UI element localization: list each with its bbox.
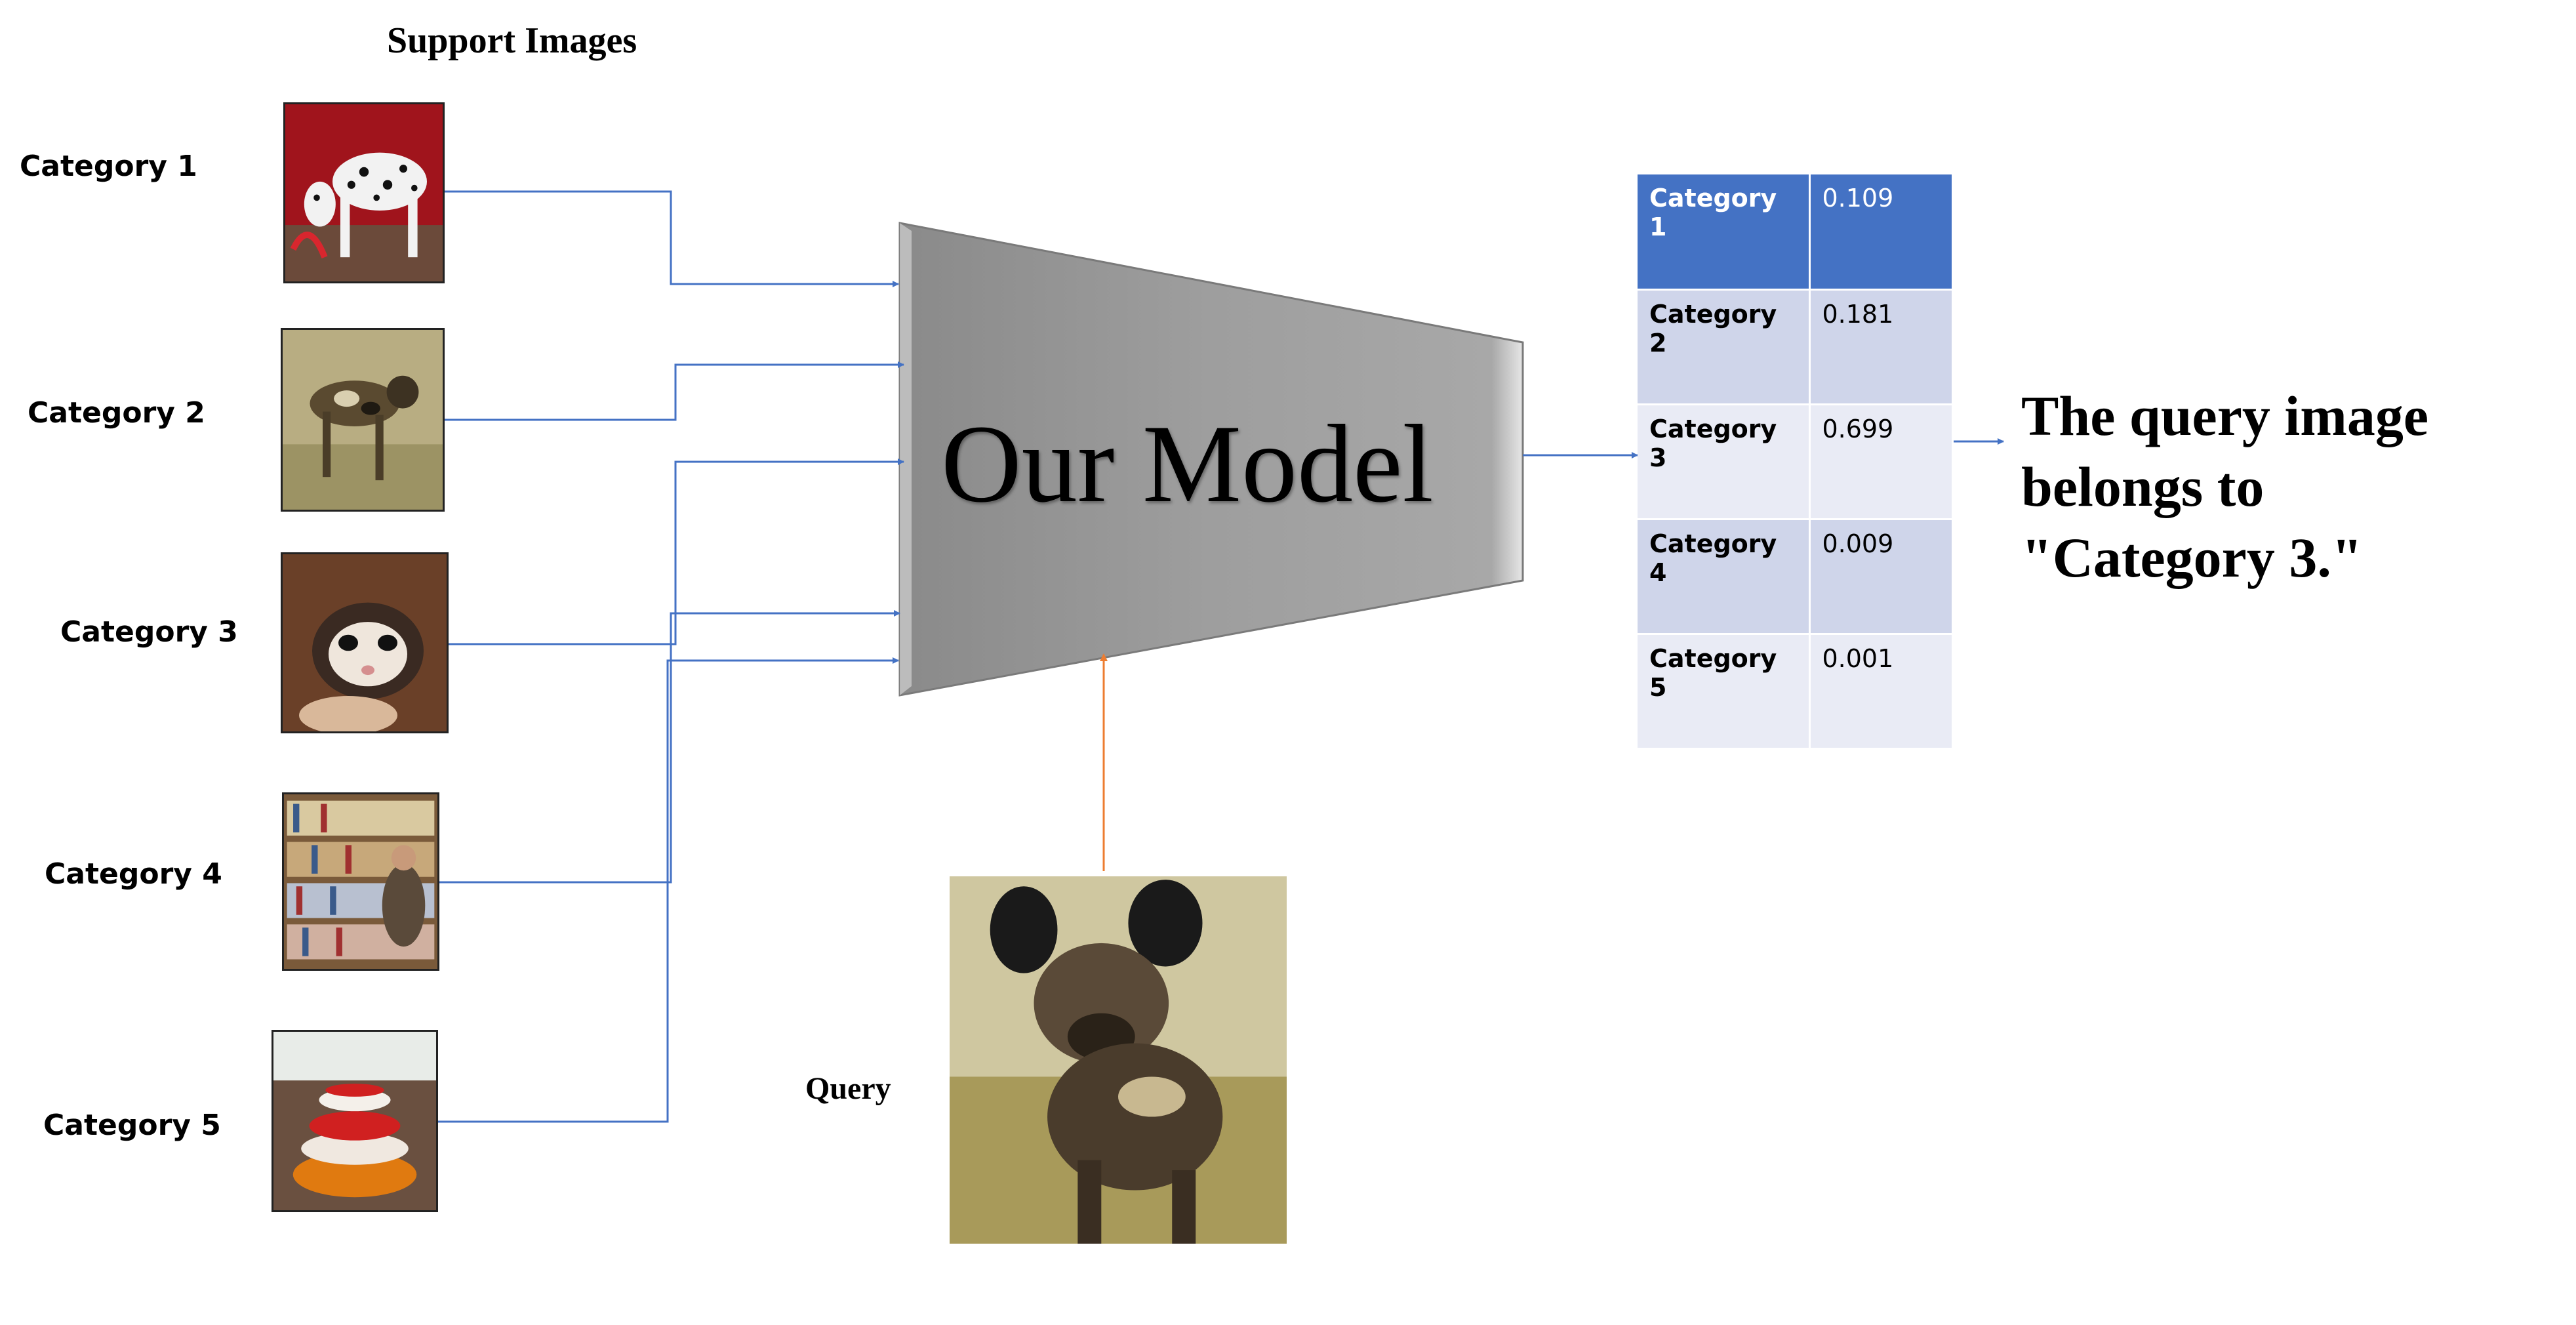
support-label-2: Category 2 [28,396,205,430]
table-cell-score: 0.109 [1809,174,1954,291]
table-cell-score: 0.009 [1809,519,1954,635]
support-images-title: Support Images [387,20,637,61]
table-cell-score: 0.181 [1809,289,1954,405]
table-cell-category: Category 2 [1638,289,1811,405]
dalmatian-photo [283,102,445,283]
table-row: Category 4 0.009 [1638,519,1954,635]
table-cell-category: Category 4 [1638,519,1811,635]
table-row: Category 1 0.109 [1638,174,1954,291]
result-line: The query image [2021,384,2429,447]
result-statement: The query image belongs to "Category 3." [2021,380,2428,593]
table-row: Category 2 0.181 [1638,289,1954,405]
model-label: Our Model [941,402,1434,525]
table-cell-category: Category 1 [1638,174,1811,291]
arrow-category-3 [449,459,904,645]
bookshelf-photo [282,792,439,971]
arrow-category-4 [439,610,900,884]
wild-dog-photo [281,328,445,512]
score-table: Category 1 0.109 Category 2 0.181 Catego… [1638,174,1954,750]
arrow-category-1 [445,190,899,287]
support-label-5: Category 5 [43,1109,221,1142]
arrow-category-2 [445,361,904,421]
arrow-category-5 [438,657,899,1123]
table-row: Category 3 0.699 [1638,404,1954,520]
bowls-photo [272,1030,438,1212]
support-label-4: Category 4 [45,857,222,891]
table-cell-score: 0.699 [1809,404,1954,520]
table-row: Category 5 0.001 [1638,634,1954,750]
ferret-photo [281,552,449,733]
african-wild-dog-photo [950,876,1287,1244]
table-cell-category: Category 3 [1638,404,1811,520]
support-label-3: Category 3 [60,615,238,649]
table-cell-score: 0.001 [1809,634,1954,750]
support-label-1: Category 1 [20,150,197,183]
table-cell-category: Category 5 [1638,634,1811,750]
result-line: "Category 3." [2021,526,2363,589]
result-line: belongs to [2021,455,2264,518]
query-label: Query [805,1071,891,1106]
